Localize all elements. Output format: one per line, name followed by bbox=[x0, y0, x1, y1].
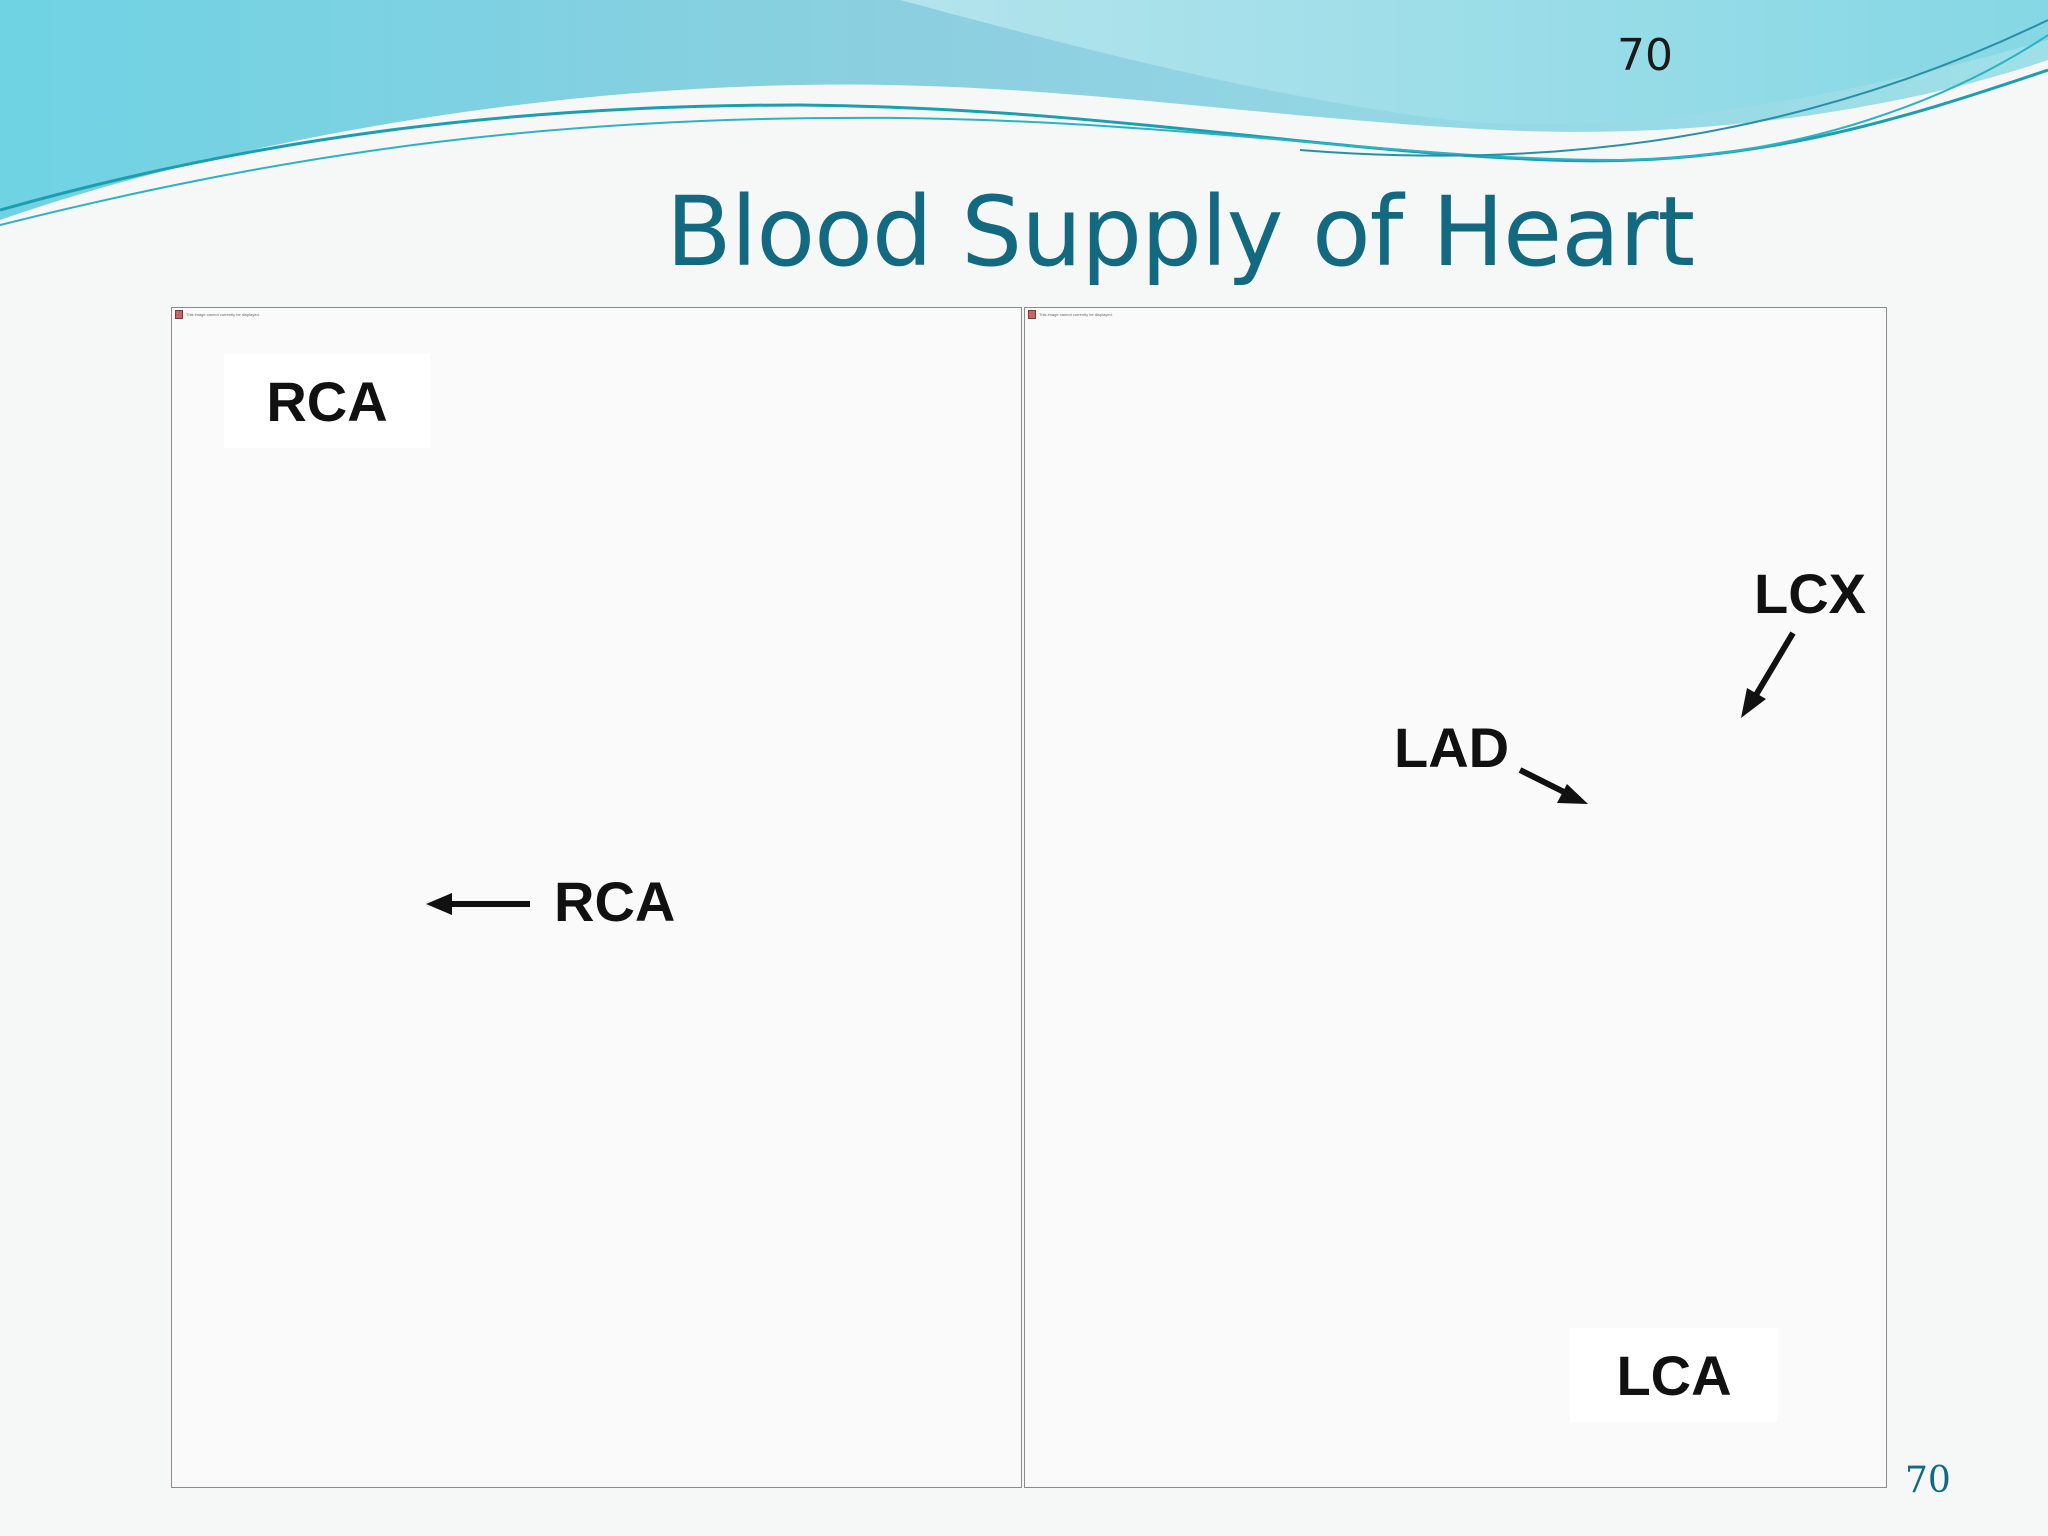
rca-box: RCA bbox=[224, 354, 430, 448]
broken-image-placeholder: This image cannot currently be displayed… bbox=[175, 310, 260, 319]
broken-image-placeholder: This image cannot currently be displayed… bbox=[1028, 310, 1113, 319]
lca-box: LCA bbox=[1570, 1328, 1778, 1422]
header-wave-decoration bbox=[0, 0, 2048, 226]
left-figure-panel: This image cannot currently be displayed… bbox=[171, 307, 1022, 1488]
lca-box-label: LCA bbox=[1616, 1343, 1732, 1407]
broken-image-icon bbox=[175, 310, 183, 319]
broken-image-text: This image cannot currently be displayed… bbox=[1039, 311, 1113, 317]
slide-title: Blood Supply of Heart bbox=[665, 176, 1695, 288]
right-figure-panel: This image cannot currently be displayed… bbox=[1024, 307, 1887, 1488]
slide-number-bottom: 70 bbox=[1905, 1460, 1951, 1501]
rca-box-label: RCA bbox=[266, 369, 388, 433]
rca-arrow-label: RCA bbox=[554, 870, 676, 933]
broken-image-icon bbox=[1028, 310, 1036, 319]
slide-number-top: 70 bbox=[1617, 30, 1673, 81]
lcx-label: LCX bbox=[1754, 562, 1866, 625]
lad-label: LAD bbox=[1394, 716, 1510, 779]
broken-image-text: This image cannot currently be displayed… bbox=[186, 311, 260, 317]
